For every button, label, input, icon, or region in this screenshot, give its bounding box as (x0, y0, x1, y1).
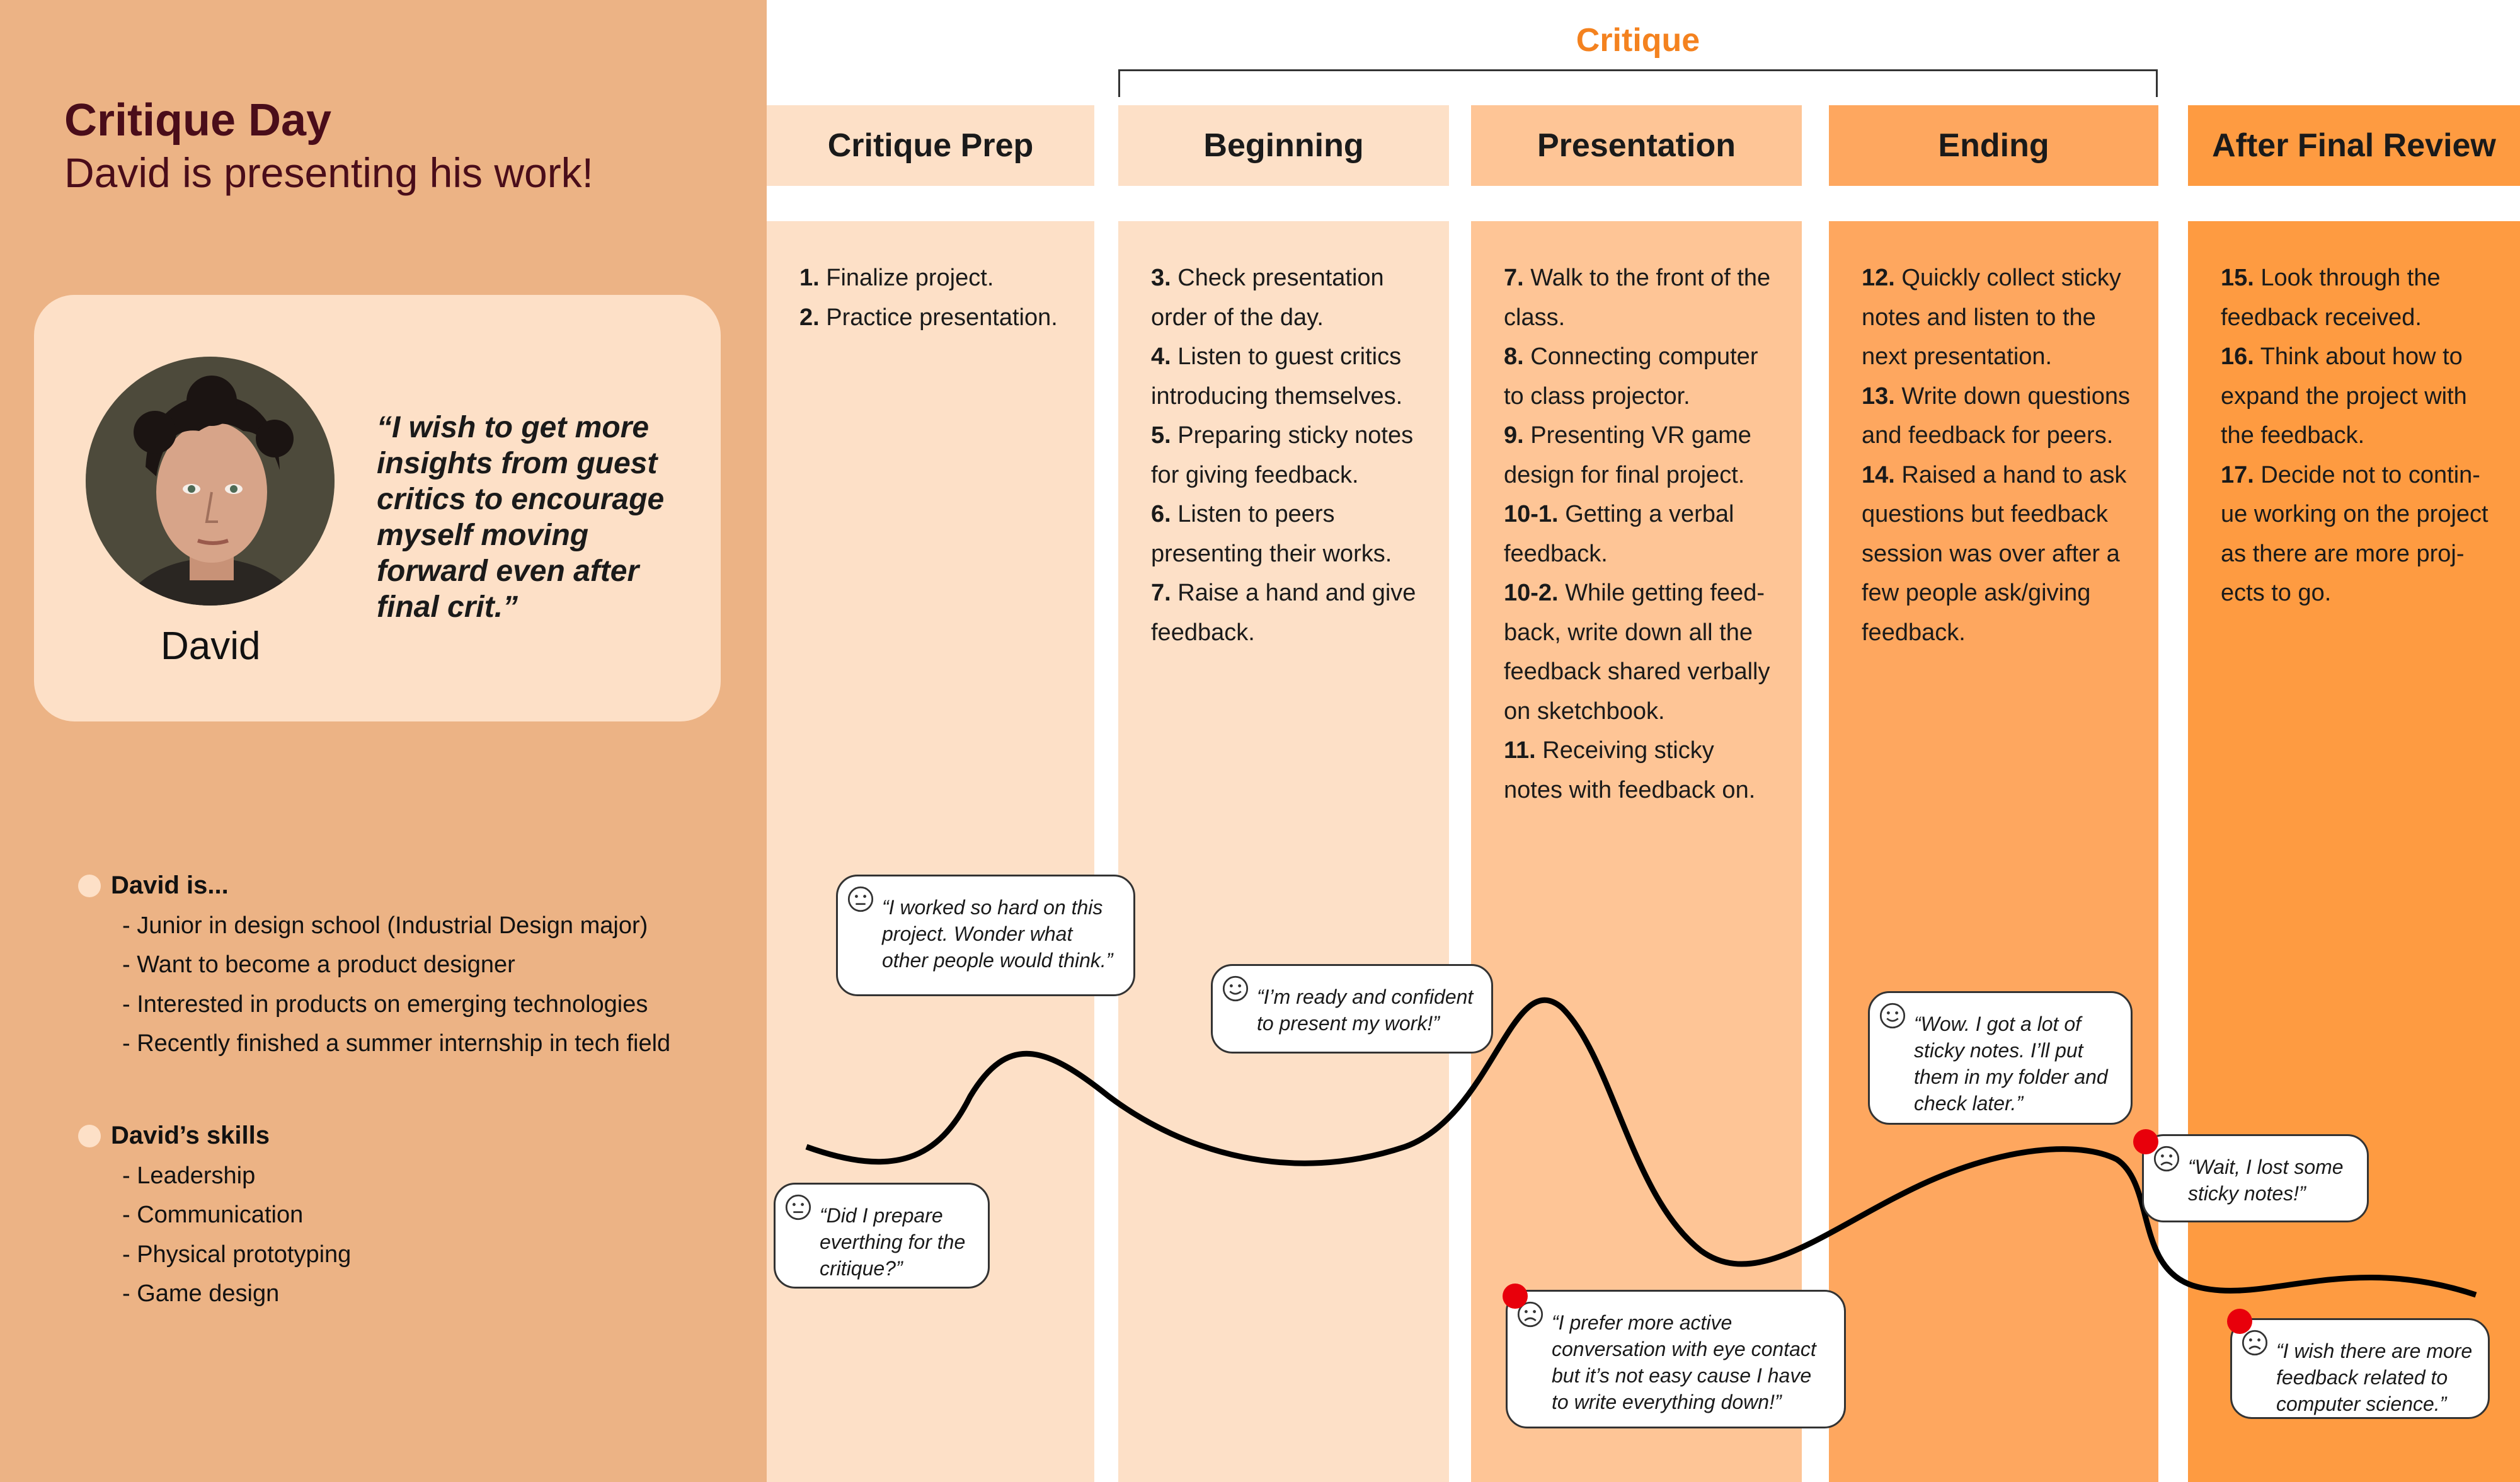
sad-face-icon (2242, 1330, 2268, 1356)
step-item: 13. Write down questions and feedback fo… (1862, 382, 2130, 449)
stage-steps: 3. Check presentation order of the day. … (1151, 258, 1422, 652)
phase-group-label: Critique (1576, 22, 1700, 59)
emotion-bubble: “I wish there are more feedback related … (2230, 1318, 2490, 1419)
sad-face-icon (1517, 1301, 1544, 1328)
step-item: 16. Think about how to expand the projec… (2221, 343, 2467, 449)
skill-item: - Physical prototyping (122, 1241, 352, 1268)
step-item: 12. Quickly collect sticky notes and lis… (1862, 265, 2121, 370)
step-item: 10-2. While getting feed-back, write dow… (1504, 580, 1770, 725)
step-item: 6. Listen to peers presenting their work… (1151, 501, 1392, 567)
emotion-bubble: “I’m ready and confident to present my w… (1211, 964, 1493, 1054)
profile-item: - Junior in design school (Industrial De… (122, 912, 648, 939)
bullet-dot (78, 875, 101, 897)
step-item: 8. Connecting computer to class projecto… (1504, 343, 1758, 410)
step-item: 2. Practice presentation. (799, 304, 1058, 331)
sad-face-icon (2153, 1146, 2180, 1172)
pain-point-marker (2133, 1129, 2158, 1154)
column-divider-band (2188, 186, 2520, 221)
bullet-dot (78, 1125, 101, 1147)
step-item: 15. Look through the feedback received. (2221, 265, 2441, 331)
emotion-bubble: “Wow. I got a lot of sticky notes. I’ll … (1868, 991, 2133, 1125)
emotion-bubble: “Did I prepare everthing for the critiqu… (774, 1183, 990, 1289)
page-title: Critique Day (64, 95, 332, 146)
emotion-bubble: “I prefer more active conversation with … (1506, 1290, 1846, 1428)
stage-column-presentation: Presentation 7. Walk to the front of the… (1471, 105, 1802, 1482)
pain-point-marker (1503, 1284, 1528, 1309)
step-item: 4. Listen to guest critics introducing t… (1151, 343, 1403, 410)
emotion-bubble: “Wait, I lost some sticky notes!” (2142, 1134, 2369, 1222)
happy-face-icon (1222, 975, 1249, 1002)
step-item: 5. Preparing sticky notes for giving fee… (1151, 422, 1414, 488)
step-item: 7. Walk to the front of the class. (1504, 265, 1771, 331)
skill-item: - Game design (122, 1280, 280, 1307)
stage-title: Presentation (1537, 127, 1736, 164)
stage-steps: 15. Look through the feedback received. … (2221, 258, 2492, 613)
column-divider-band (767, 186, 1094, 221)
bubble-text: “Did I prepare everthing for the critiqu… (820, 1204, 966, 1280)
stage-title: Critique Prep (827, 127, 1034, 164)
column-divider-band (1471, 186, 1802, 221)
persona-name: David (161, 624, 261, 668)
phase-bracket (1118, 69, 2158, 97)
bubble-text: “I worked so hard on this project. Wonde… (882, 896, 1113, 972)
stage-column-ending: Ending 12. Quickly collect sticky notes … (1829, 105, 2158, 1482)
bubble-text: “I prefer more active conversation with … (1552, 1311, 1816, 1413)
step-item: 3. Check presentation order of the day. (1151, 265, 1384, 331)
step-item: 9. Presenting VR game design for final p… (1504, 422, 1751, 488)
bubble-text: “Wait, I lost some sticky notes!” (2188, 1156, 2344, 1205)
skill-item: - Leadership (122, 1163, 256, 1189)
avatar (86, 357, 335, 606)
emotion-curve-line (805, 997, 2477, 1298)
step-item: 11. Receiving sticky notes with feedback… (1504, 737, 1756, 803)
step-item: 14. Raised a hand to ask questions but f… (1862, 461, 2127, 646)
stage-steps: 1. Finalize project. 2. Practice present… (799, 258, 1070, 337)
skills-heading: David’s skills (111, 1122, 270, 1149)
stage-steps: 12. Quickly collect sticky notes and lis… (1862, 258, 2133, 652)
persona-panel (0, 0, 767, 1482)
page-subtitle: David is presenting his work! (64, 149, 594, 196)
step-item: 10-1. Getting a verbal feedback. (1504, 501, 1734, 567)
profile-item: - Want to become a product designer (122, 951, 515, 978)
neutral-face-icon (785, 1194, 811, 1221)
bubble-text: “Wow. I got a lot of sticky notes. I’ll … (1914, 1013, 2108, 1115)
happy-face-icon (1879, 1002, 1906, 1029)
step-item: 7. Raise a hand and give feedback. (1151, 580, 1416, 646)
step-item: 1. Finalize project. (799, 265, 994, 291)
stage-column-beginning: Beginning 3. Check presentation order of… (1118, 105, 1449, 1482)
stage-steps: 7. Walk to the front of the class. 8. Co… (1504, 258, 1775, 810)
neutral-face-icon (847, 886, 874, 912)
bubble-text: “I’m ready and confident to present my w… (1257, 985, 1474, 1035)
emotion-bubble: “I worked so hard on this project. Wonde… (836, 875, 1135, 996)
column-divider-band (1829, 186, 2158, 221)
bubble-text: “I wish there are more feedback related … (2276, 1340, 2473, 1415)
stage-title: Ending (1938, 127, 2049, 164)
profile-item: - Interested in products on emerging tec… (122, 991, 648, 1018)
stage-title: Beginning (1203, 127, 1364, 164)
profile-item: - Recently finished a summer internship … (122, 1030, 671, 1057)
profile-heading: David is... (111, 871, 229, 899)
step-item: 17. Decide not to contin-ue working on t… (2221, 461, 2488, 607)
skill-item: - Communication (122, 1202, 304, 1228)
stage-title: After Final Review (2212, 127, 2496, 164)
stage-column-after-final-review: After Final Review 15. Look through the … (2188, 105, 2520, 1482)
pain-point-marker (2227, 1309, 2252, 1334)
column-divider-band (1118, 186, 1449, 221)
persona-quote: “I wish to get more insights from guest … (377, 411, 665, 624)
